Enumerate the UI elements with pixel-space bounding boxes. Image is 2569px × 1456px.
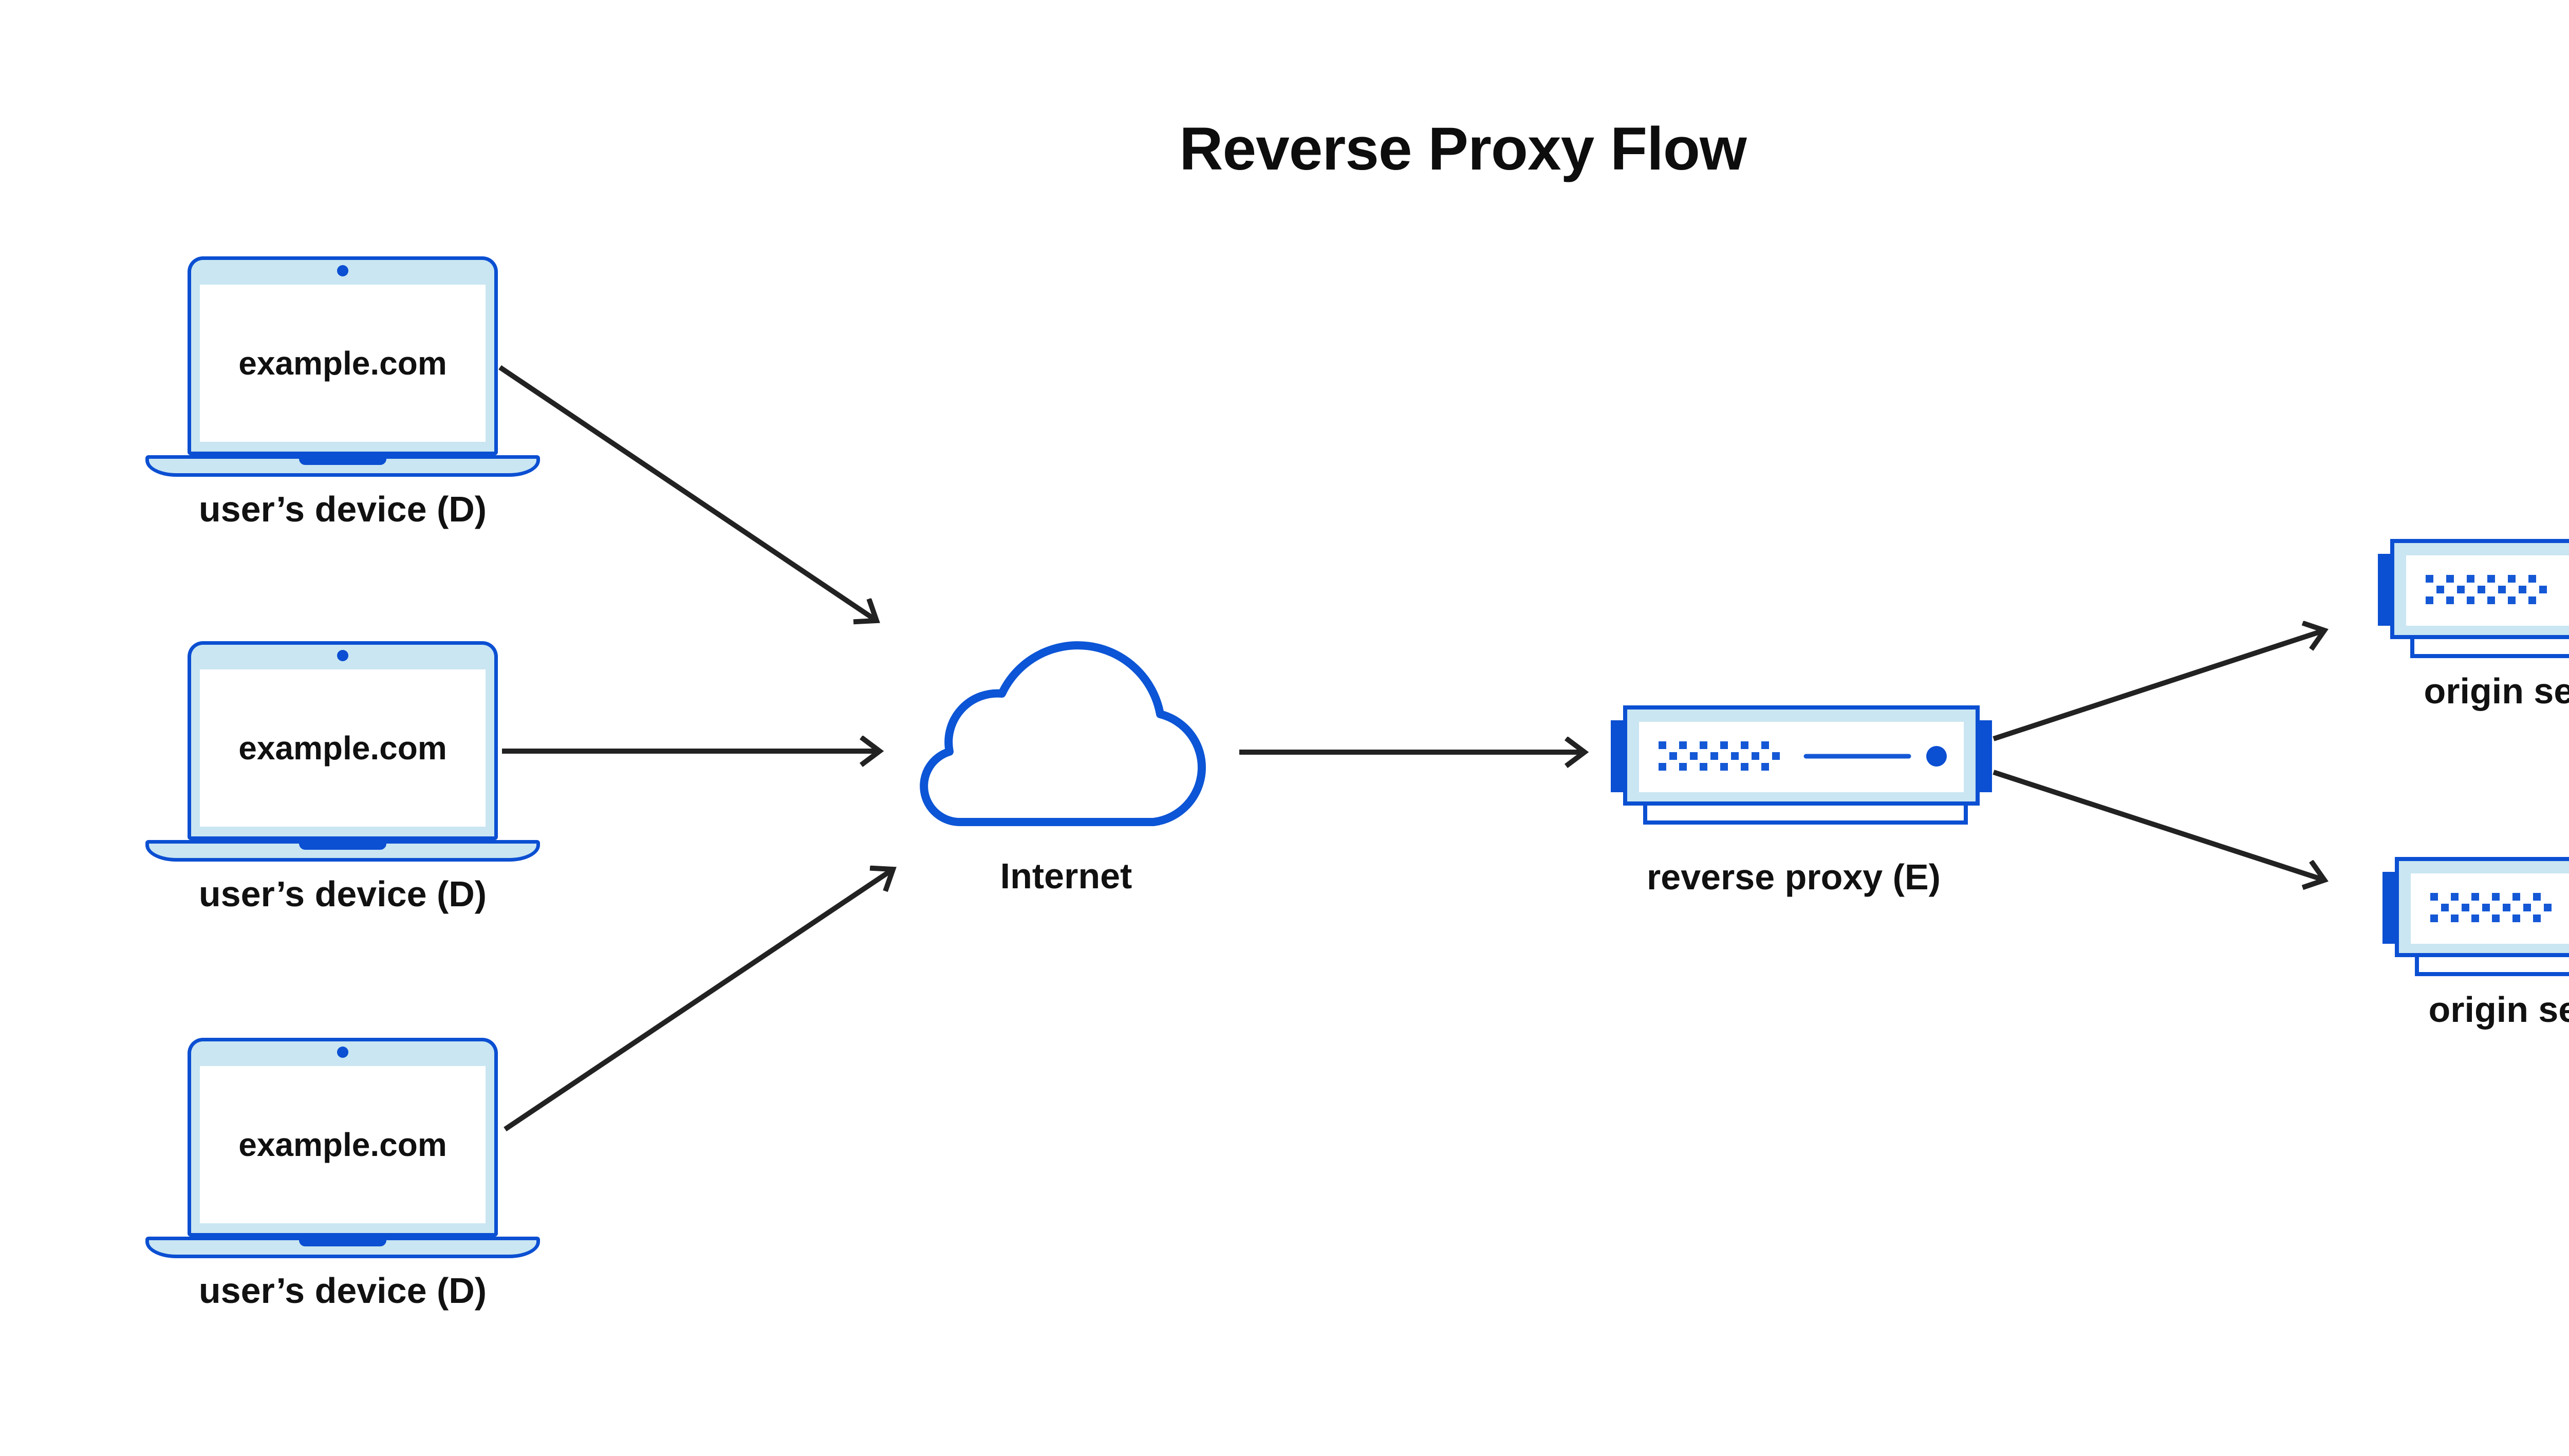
server-faceplate <box>2411 873 2569 944</box>
trackpad-notch <box>299 1238 386 1246</box>
laptop-screen: example.com <box>200 285 486 442</box>
server-vent-dots <box>1659 741 1947 771</box>
server-icon-origin-1: origin server (F) <box>2378 539 2569 711</box>
server-icon-reverse-proxy: reverse proxy (E) <box>1611 705 1992 897</box>
arrow-connector-device3-internet <box>504 869 893 1132</box>
screen-url-text: example.com <box>238 730 447 767</box>
arrow-connector-proxy-origin1 <box>1993 630 2324 741</box>
camera-dot-icon <box>337 1047 348 1058</box>
device-label: user’s device (D) <box>198 874 487 914</box>
internet-label: Internet <box>1000 856 1132 896</box>
server-icon-origin-2: origin server (F) <box>2382 857 2569 1030</box>
server-chassis <box>1623 705 1980 806</box>
server-base-tray <box>2415 954 2569 976</box>
reverse-proxy-label: reverse proxy (E) <box>1647 857 1941 897</box>
server-chassis <box>2390 539 2569 639</box>
origin-server-label: origin server (F) <box>2424 671 2569 711</box>
server-faceplate <box>2406 555 2569 626</box>
camera-dot-icon <box>337 650 348 661</box>
laptop-icon-user-device-2: example.com user’s device (D) <box>145 641 540 929</box>
trackpad-notch <box>299 457 386 465</box>
laptop-lid: example.com <box>188 1038 498 1237</box>
server-base-tray <box>1643 802 1968 825</box>
server-vent-dots <box>2426 575 2547 604</box>
server-faceplate <box>1639 722 1964 792</box>
server-power-led <box>1926 746 1947 767</box>
device-label: user’s device (D) <box>198 489 487 529</box>
origin-server-label: origin server (F) <box>2428 990 2569 1030</box>
arrow-connector-device1-internet <box>498 365 877 621</box>
arrow-connector-proxy-origin2 <box>1993 770 2324 880</box>
laptop-lid: example.com <box>188 641 498 840</box>
device-label: user’s device (D) <box>198 1271 487 1311</box>
laptop-screen: example.com <box>200 1066 486 1223</box>
server-chassis <box>2395 857 2569 957</box>
screen-url-text: example.com <box>238 345 447 382</box>
laptop-lid: example.com <box>188 256 498 455</box>
page-title: Reverse Proxy Flow <box>1179 115 1747 183</box>
laptop-icon-user-device-3: example.com user’s device (D) <box>145 1038 540 1326</box>
laptop-screen: example.com <box>200 669 486 827</box>
laptop-icon-user-device-1: example.com user’s device (D) <box>145 256 540 544</box>
screen-url-text: example.com <box>238 1126 447 1163</box>
cloud-icon <box>920 641 1206 827</box>
camera-dot-icon <box>337 265 348 276</box>
trackpad-notch <box>299 842 386 850</box>
server-vent-dots <box>2430 893 2552 922</box>
server-base-tray <box>2410 636 2569 658</box>
